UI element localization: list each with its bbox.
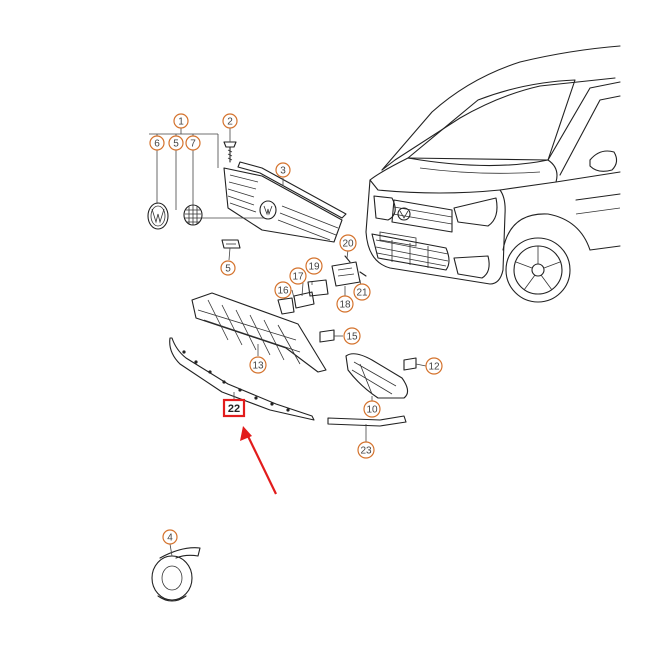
callout-7: 7 — [185, 135, 201, 151]
upper-grille-part-3 — [223, 161, 347, 243]
callout-13: 13 — [249, 356, 267, 374]
trim-strip-part-22 — [169, 337, 315, 421]
callout-label: 21 — [356, 288, 368, 299]
callout-label: 2 — [227, 117, 233, 128]
callout-label: 6 — [154, 139, 160, 150]
callout-10: 10 — [363, 400, 381, 418]
emblem-part-6 — [147, 202, 169, 230]
callout-label: 4 — [167, 533, 173, 544]
callout-label: 1 — [178, 117, 184, 128]
callout-18: 18 — [336, 295, 354, 313]
callout-5-top: 5 — [168, 135, 184, 151]
callout-6: 6 — [149, 135, 165, 151]
callout-2: 2 — [222, 113, 238, 129]
callout-22-highlighted: 22 — [222, 398, 246, 418]
callout-label: 23 — [360, 446, 372, 457]
callout-label: 5 — [173, 139, 179, 150]
callout-label: 10 — [366, 405, 378, 416]
callout-12: 12 — [425, 357, 443, 375]
callout-label: 13 — [252, 361, 264, 372]
callout-23: 23 — [357, 441, 375, 459]
callout-15: 15 — [343, 327, 361, 345]
callout-19: 19 — [305, 257, 323, 275]
highlight-arrow — [240, 426, 277, 495]
callout-3: 3 — [275, 162, 291, 178]
screw-part-2 — [223, 141, 237, 163]
callout-label: 16 — [277, 286, 289, 297]
callout-label: 17 — [292, 272, 304, 283]
callout-4: 4 — [162, 529, 178, 545]
trim-strip-part-23 — [327, 415, 407, 427]
callout-21: 21 — [353, 283, 371, 301]
callout-label: 20 — [342, 239, 354, 250]
callout-label: 18 — [339, 300, 351, 311]
callout-label: 3 — [280, 166, 286, 177]
tape-roll-part-4 — [151, 547, 201, 602]
clip-part-5 — [221, 239, 241, 249]
lower-grille-part-13 — [191, 292, 327, 373]
fog-surround-part-10 — [345, 353, 409, 399]
vehicle-illustration — [365, 45, 621, 303]
callout-label: 22 — [228, 403, 240, 415]
callout-label: 7 — [190, 139, 196, 150]
callout-17: 17 — [289, 267, 307, 285]
callout-16: 16 — [274, 281, 292, 299]
emblem-part-7 — [183, 204, 203, 226]
callout-label: 15 — [346, 332, 358, 343]
clip-part-15 — [319, 329, 335, 343]
callout-label: 19 — [308, 262, 320, 273]
clip-part-12 — [403, 357, 417, 371]
callout-label: 5 — [225, 264, 231, 275]
callout-label: 12 — [428, 362, 440, 373]
callout-1: 1 — [173, 113, 189, 129]
callout-5-bottom: 5 — [220, 260, 236, 276]
callout-20: 20 — [339, 234, 357, 252]
